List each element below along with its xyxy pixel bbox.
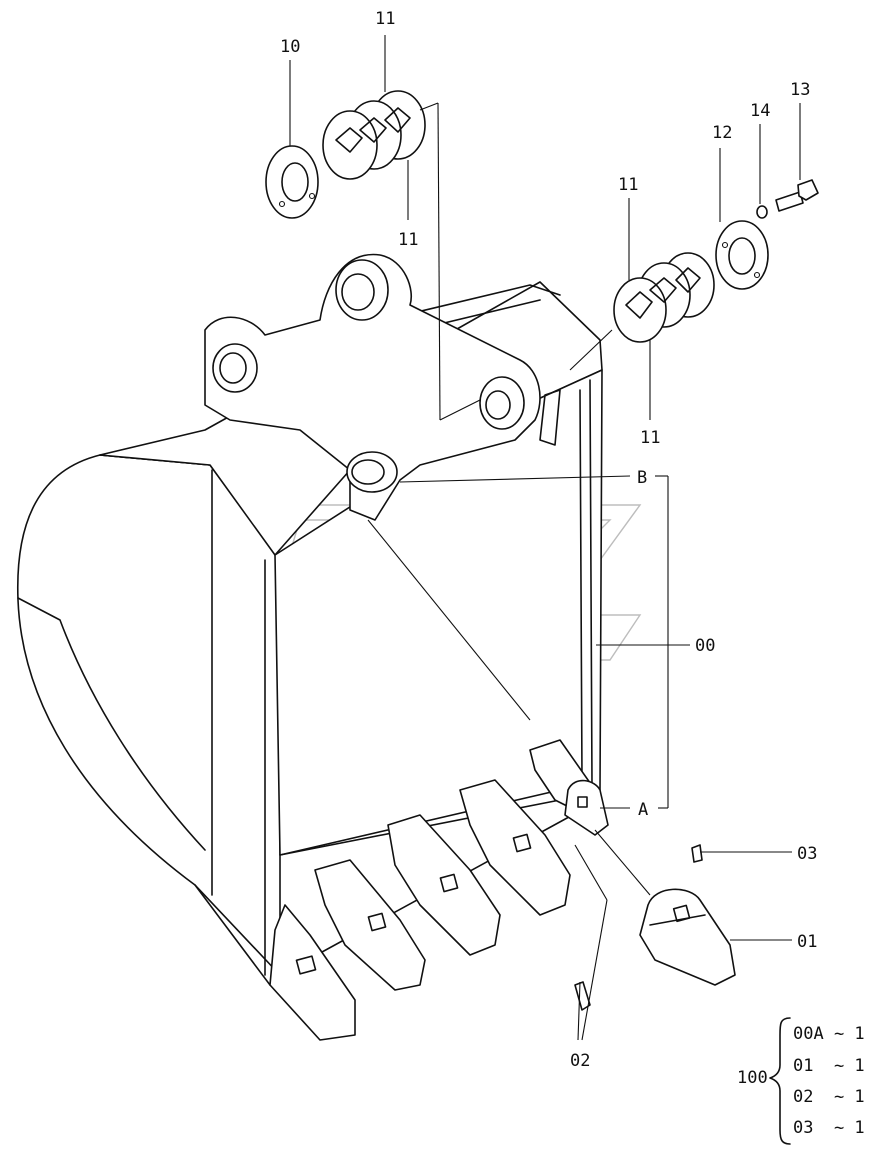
- label-02: 02: [570, 1051, 590, 1071]
- kit-item-4: 03 ~ 1: [793, 1118, 865, 1138]
- label-B: B: [637, 468, 647, 488]
- part-10-washer: [265, 145, 319, 219]
- label-03: 03: [797, 844, 817, 864]
- part-12-washer: [715, 220, 769, 290]
- label-11-top: 11: [375, 9, 395, 29]
- part-11-shims-upper: [322, 90, 426, 180]
- label-10: 10: [280, 37, 300, 57]
- part-03-lock: [691, 844, 703, 863]
- label-11-right: 11: [618, 175, 638, 195]
- kit-number: 100: [737, 1068, 768, 1088]
- kit-item-1: 00A ~ 1: [793, 1024, 865, 1044]
- label-00: 00: [695, 636, 715, 656]
- part-labels: 10 11 11 11 11 12 13 14 B 00 A 03 01 02: [280, 9, 817, 1071]
- part-11-shims-right: [613, 252, 715, 343]
- part-13-bolt: [775, 179, 819, 212]
- part-01-tooth: [639, 888, 736, 986]
- label-13: 13: [790, 80, 810, 100]
- part-14-lockwasher: [756, 205, 768, 219]
- kit-item-3: 02 ~ 1: [793, 1087, 865, 1107]
- label-11-mid: 11: [398, 230, 418, 250]
- bucket-teeth: [269, 739, 609, 1041]
- kit-item-2: 01 ~ 1: [793, 1056, 865, 1076]
- kit-legend: 100 00A ~ 1 01 ~ 1 02 ~ 1 03 ~ 1: [737, 1017, 865, 1145]
- label-A: A: [638, 800, 648, 820]
- label-01: 01: [797, 932, 817, 952]
- leader-lines: [289, 35, 801, 1041]
- mounting-bracket: [204, 253, 561, 521]
- label-12: 12: [712, 123, 732, 143]
- label-11-lower: 11: [640, 428, 660, 448]
- label-14: 14: [750, 101, 770, 121]
